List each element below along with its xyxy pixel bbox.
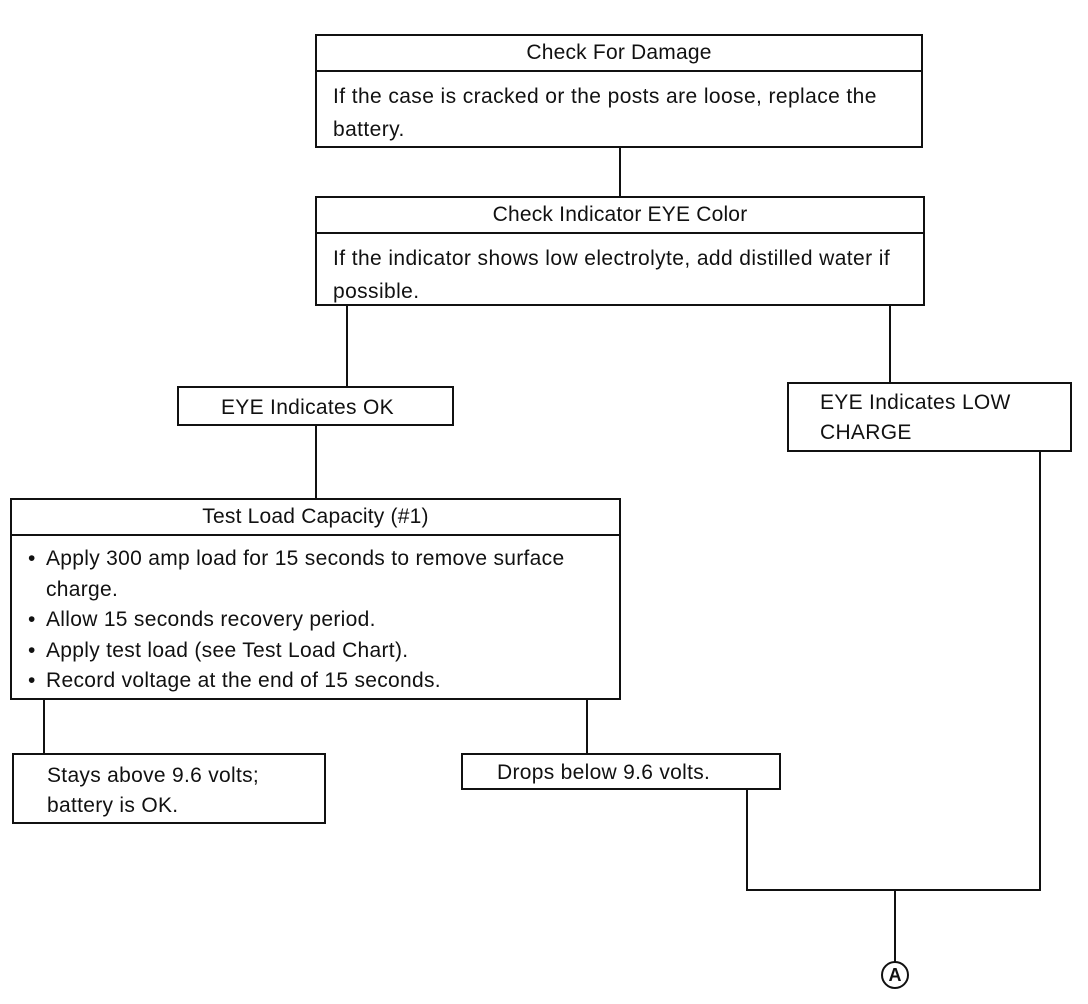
continuation-a-marker: A [881,961,909,989]
test-load-step: Allow 15 seconds recovery period. [26,605,609,636]
connector-low-to-merge [895,450,1041,891]
drops-below-label: Drops below 9.6 volts. [497,761,711,784]
check-damage-title: Check For Damage [317,36,921,72]
check-eye-box: Check Indicator EYE Color If the indicat… [315,196,925,306]
eye-ok-box: EYE Indicates OK [177,386,454,426]
eye-ok-label: EYE Indicates OK [221,396,394,419]
test-load-box: Test Load Capacity (#1) Apply 300 amp lo… [10,498,621,700]
check-damage-box: Check For Damage If the case is cracked … [315,34,923,148]
drops-below-box: Drops below 9.6 volts. [461,753,781,790]
stays-above-label: Stays above 9.6 volts; battery is OK. [47,764,260,817]
test-load-step: Record voltage at the end of 15 seconds. [26,666,609,697]
check-eye-title: Check Indicator EYE Color [317,198,923,234]
check-eye-text: If the indicator shows low electrolyte, … [333,247,891,303]
test-load-title: Test Load Capacity (#1) [12,500,619,536]
test-load-step: Apply 300 amp load for 15 seconds to rem… [26,544,609,605]
eye-low-label: EYE Indicates LOW CHARGE [820,391,1011,444]
stays-above-box: Stays above 9.6 volts; battery is OK. [12,753,326,824]
test-load-steps: Apply 300 amp load for 15 seconds to rem… [12,536,619,697]
test-load-step: Apply test load (see Test Load Chart). [26,636,609,667]
check-damage-text: If the case is cracked or the posts are … [333,85,877,141]
eye-low-box: EYE Indicates LOW CHARGE [787,382,1072,452]
connector-drops-to-merge [746,788,895,891]
